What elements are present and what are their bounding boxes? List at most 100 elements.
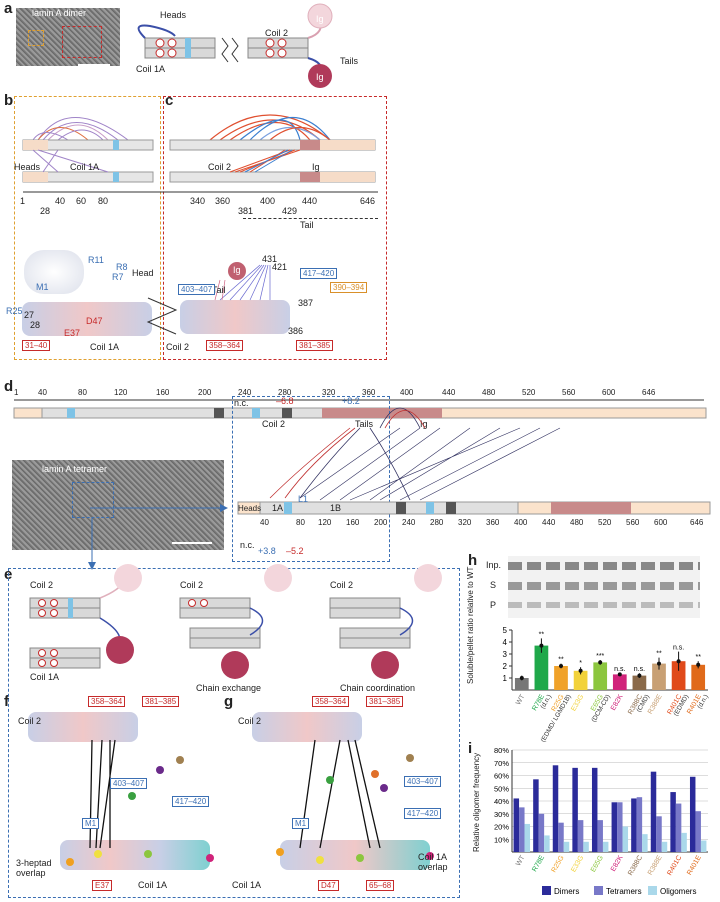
i-bar-dimers bbox=[631, 798, 637, 852]
i-category-label: R25G bbox=[551, 855, 566, 874]
em-box-coil2 bbox=[62, 26, 102, 58]
box-e37-f: E37 bbox=[92, 880, 113, 891]
i-category-label: E82K bbox=[610, 854, 625, 873]
i-bar-dimers bbox=[572, 767, 578, 852]
h-point bbox=[539, 643, 544, 648]
res-28: 28 bbox=[30, 320, 41, 330]
i-category-label: R401C bbox=[666, 855, 683, 877]
label-ig-a2: Ig bbox=[316, 72, 324, 82]
ruler-440: 440 bbox=[442, 388, 456, 397]
label-heads-b: Heads bbox=[14, 162, 41, 172]
label-tails-a: Tails bbox=[340, 56, 359, 66]
label-coil2-g: Coil 2 bbox=[238, 716, 262, 726]
ruler-600: 600 bbox=[602, 388, 616, 397]
ruler-120: 120 bbox=[114, 388, 128, 397]
h-significance: ** bbox=[558, 657, 564, 664]
label-coil1a-f: Coil 1A bbox=[138, 880, 168, 890]
schematics-e bbox=[29, 564, 442, 679]
i-bar-tetramers bbox=[577, 820, 584, 852]
h-point bbox=[657, 661, 661, 666]
res-r7: R7 bbox=[112, 272, 124, 282]
panel-label-d: d bbox=[4, 378, 14, 395]
panel-label-g: g bbox=[224, 693, 234, 710]
crosslink-map-b bbox=[22, 117, 154, 183]
i-bar-tetramers bbox=[597, 820, 603, 852]
axis-tick-440: 440 bbox=[302, 196, 318, 206]
i-bar-tetramers bbox=[519, 807, 525, 852]
i-ylabel: Relative oligomer frequency bbox=[472, 752, 481, 852]
axis-tick-646: 646 bbox=[360, 196, 376, 206]
i-bar-oligomers bbox=[524, 823, 531, 852]
res-m1: M1 bbox=[36, 282, 49, 292]
i-bar-oligomers bbox=[661, 841, 668, 852]
ruler-560: 560 bbox=[562, 388, 576, 397]
box-381-385-c: 381–385 bbox=[296, 340, 334, 351]
delta-top-2: +8.2 bbox=[342, 396, 360, 406]
label-ig-c: Ig bbox=[312, 162, 320, 172]
box-403-407-f: 403–407 bbox=[110, 778, 148, 789]
h-bar bbox=[573, 670, 588, 690]
arrows-d bbox=[88, 504, 228, 570]
lower-80: 80 bbox=[296, 518, 305, 527]
i-bar-tetramers bbox=[656, 816, 662, 852]
i-legend-label: Tetramers bbox=[606, 887, 642, 896]
lower-400: 400 bbox=[514, 518, 528, 527]
em-box-tetramer bbox=[72, 482, 114, 518]
h-significance: ** bbox=[539, 631, 545, 638]
i-legend-swatch bbox=[542, 886, 551, 895]
lower-280: 280 bbox=[430, 518, 444, 527]
box-417-420-g: 417–420 bbox=[404, 808, 442, 819]
i-category-label: E33G bbox=[570, 855, 585, 874]
lower-320: 320 bbox=[458, 518, 472, 527]
h-significance: n.s. bbox=[673, 645, 684, 652]
h-bar bbox=[612, 674, 627, 690]
box-403-407-c: 403–407 bbox=[178, 284, 216, 295]
label-heads-a: Heads bbox=[160, 10, 187, 20]
h-significance: n.s. bbox=[634, 666, 645, 673]
em-image-dimer bbox=[16, 8, 120, 66]
ruler-400: 400 bbox=[400, 388, 414, 397]
h-ytick-label: 2 bbox=[503, 662, 508, 671]
i-category-label: R388E bbox=[647, 854, 664, 876]
i-ytick-label: 70% bbox=[494, 759, 509, 768]
h-point bbox=[559, 664, 563, 668]
i-bar-oligomers bbox=[602, 841, 609, 852]
label-coil2-c-struct: Coil 2 bbox=[166, 342, 190, 352]
h-point bbox=[676, 659, 681, 664]
lower-240: 240 bbox=[402, 518, 416, 527]
box-358-364-c: 358–364 bbox=[206, 340, 244, 351]
panel-c-frame bbox=[163, 96, 387, 360]
gel-image bbox=[508, 556, 700, 618]
i-bar-tetramers bbox=[675, 803, 682, 852]
em-image-tetramer bbox=[12, 460, 224, 550]
label-coil2-e1: Coil 2 bbox=[30, 580, 54, 590]
h-significance: * bbox=[579, 660, 582, 667]
label-tail-axis: Tail bbox=[300, 220, 314, 230]
ruler-360: 360 bbox=[362, 388, 376, 397]
h-point bbox=[637, 673, 642, 678]
overlap-box-d bbox=[232, 396, 390, 562]
i-bar-dimers bbox=[611, 802, 618, 852]
h-bar bbox=[514, 678, 529, 690]
res-r8: R8 bbox=[116, 262, 128, 272]
label-ig-a1: Ig bbox=[316, 14, 324, 24]
i-legend-swatch bbox=[648, 886, 657, 895]
h-significance: *** bbox=[596, 653, 604, 660]
axis-tick-28: 28 bbox=[40, 206, 51, 216]
num-387: 387 bbox=[298, 298, 314, 308]
label-coil2-c: Coil 2 bbox=[208, 162, 232, 172]
label-ig-d: Ig bbox=[420, 419, 428, 429]
axis-tick-340: 340 bbox=[190, 196, 206, 206]
i-bar-dimers bbox=[591, 767, 598, 852]
i-bar-oligomers bbox=[544, 835, 550, 852]
res-e37: E37 bbox=[64, 328, 81, 338]
box-417-420-c: 417–420 bbox=[300, 268, 338, 279]
label-ig-ball-c: Ig bbox=[233, 265, 241, 275]
i-bar-dimers bbox=[650, 771, 657, 852]
box-390-394-c: 390–394 bbox=[330, 282, 368, 293]
label-coil2-a: Coil 2 bbox=[265, 28, 289, 38]
box-m1-f: M1 bbox=[82, 818, 100, 829]
res-d47: D47 bbox=[86, 316, 103, 326]
